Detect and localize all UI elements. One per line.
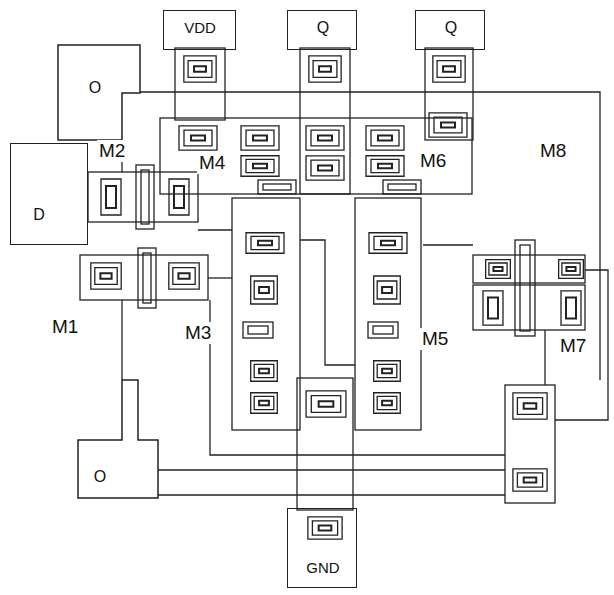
metal-wire — [555, 270, 608, 420]
poly-gate — [258, 180, 296, 194]
contact — [513, 469, 547, 491]
contact — [169, 179, 189, 215]
diffusion — [473, 255, 585, 283]
contact — [251, 393, 278, 414]
contact — [429, 113, 467, 137]
poly-gate — [520, 245, 530, 331]
contact — [179, 126, 217, 150]
metal-region: O — [58, 45, 140, 140]
metal-wire — [198, 229, 232, 230]
contact — [91, 263, 121, 289]
contact — [241, 156, 279, 177]
contact — [251, 361, 278, 382]
transistor-label: M5 — [420, 328, 450, 350]
contact — [241, 126, 279, 150]
metal-wire — [158, 494, 505, 495]
contact — [366, 126, 404, 150]
transistor-label: M1 — [50, 316, 80, 338]
contact — [309, 56, 341, 82]
transistor-label: M2 — [97, 140, 127, 162]
metal-region: O — [78, 380, 158, 500]
pad-box: Q — [415, 10, 485, 50]
pad-box: GND — [287, 508, 357, 588]
metal-wire — [208, 277, 232, 278]
contact — [101, 179, 121, 215]
poly-gate — [143, 253, 151, 303]
region-outline-shape — [78, 380, 158, 498]
pad-box: Q — [287, 10, 357, 50]
contact — [366, 156, 404, 177]
contact — [561, 291, 581, 325]
transistor-label: M8 — [538, 140, 568, 162]
contact — [559, 260, 584, 279]
contact — [308, 517, 342, 539]
pad-box: VDD — [163, 10, 236, 50]
contact — [374, 276, 401, 304]
contact — [374, 393, 401, 414]
contact — [306, 156, 344, 180]
diffusion — [88, 172, 198, 222]
node-label: O — [92, 468, 108, 486]
contact — [374, 361, 401, 382]
contact — [184, 56, 216, 82]
node-label: GND — [304, 559, 341, 576]
diffusion — [232, 198, 300, 430]
contact — [251, 276, 278, 304]
node-label: Q — [315, 19, 331, 37]
metal-wire — [121, 300, 122, 380]
poly-gate — [136, 165, 154, 229]
contact — [483, 291, 503, 325]
metal-column — [300, 48, 350, 194]
poly-gate — [141, 170, 149, 224]
poly-gate — [373, 326, 393, 334]
poly-gate — [368, 322, 398, 338]
region-outline — [78, 380, 158, 500]
transistor-label: M7 — [558, 335, 588, 357]
poly-gate — [248, 326, 268, 334]
metal-column — [505, 385, 555, 503]
node-label: O — [87, 79, 103, 97]
contact — [369, 233, 407, 254]
contact — [306, 126, 344, 150]
poly-gate — [383, 180, 421, 194]
transistor-label: M6 — [418, 150, 448, 172]
transistor-label: M3 — [183, 322, 213, 344]
contact — [306, 391, 346, 417]
poly-gate — [263, 184, 291, 190]
poly-gate — [515, 240, 535, 336]
transistor-label: M4 — [197, 152, 227, 174]
metal-wire — [210, 300, 505, 455]
diffusion — [473, 285, 585, 330]
contact — [513, 393, 547, 419]
diffusion — [355, 198, 421, 430]
poly-gate — [388, 184, 416, 190]
node-label: Q — [443, 19, 459, 37]
contact — [246, 233, 284, 254]
poly-gate — [243, 322, 273, 338]
poly-gate — [138, 248, 156, 308]
metal-wire — [300, 240, 355, 365]
metal-wire — [544, 330, 545, 385]
node-label: D — [31, 206, 47, 224]
metal-wire — [140, 92, 600, 380]
region-outline-shape — [58, 45, 140, 140]
contact — [433, 56, 465, 82]
metal-column — [297, 378, 353, 510]
metal-wire — [158, 469, 505, 470]
contact — [169, 263, 199, 289]
node-label: VDD — [182, 19, 218, 36]
metal-wire — [423, 244, 473, 245]
pad-box: D — [10, 143, 88, 245]
diffusion — [80, 255, 208, 300]
metal-column — [425, 48, 473, 140]
contact — [486, 260, 511, 279]
metal-column — [175, 48, 225, 120]
